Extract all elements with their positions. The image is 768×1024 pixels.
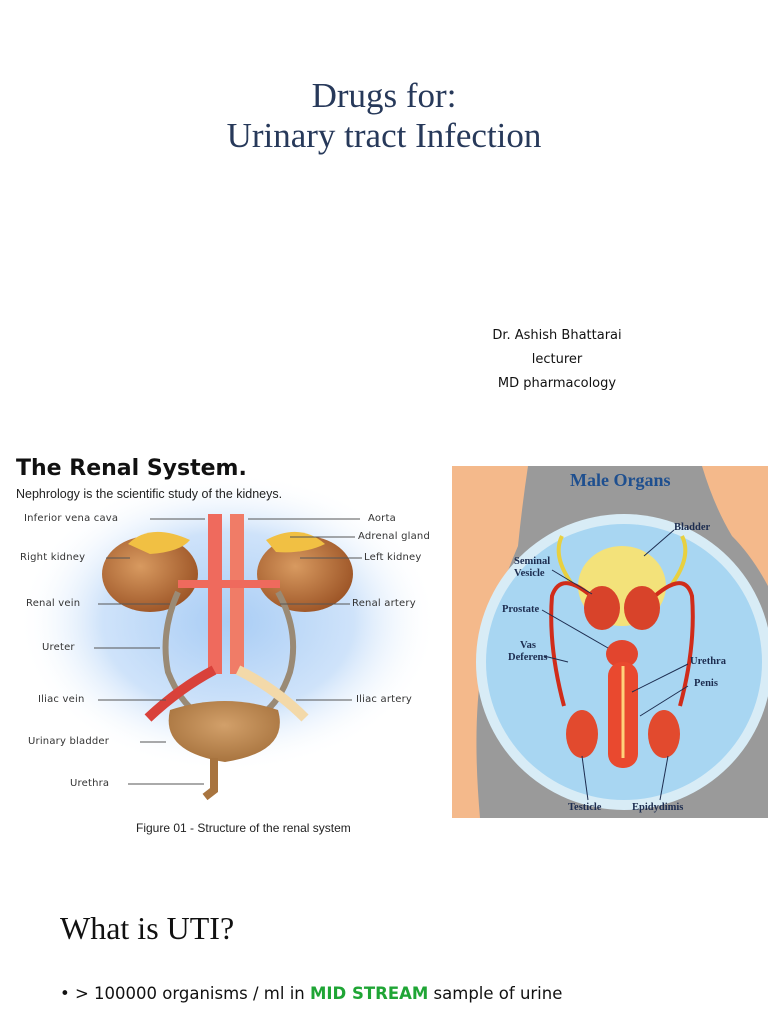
slide-title: Drugs for: Urinary tract Infection	[0, 76, 768, 156]
label-renal-vein: Renal vein	[26, 598, 81, 609]
label-vas-deferens-2: Deferens	[508, 652, 548, 663]
section-heading: What is UTI?	[60, 910, 235, 946]
author-block: Dr. Ashish Bhattarai lecturer MD pharmac…	[452, 324, 662, 396]
label-adrenal-gland: Adrenal gland	[358, 531, 431, 542]
bullet-symbol: •	[60, 984, 70, 1003]
label-right-kidney: Right kidney	[20, 552, 86, 563]
male-organs-figure: Male Organs Bladder Seminal Vesicle Pros…	[452, 466, 768, 818]
label-inferior-vena-cava: Inferior vena cava	[24, 513, 119, 524]
label-vas-deferens-1: Vas	[520, 640, 536, 651]
author-degree: MD pharmacology	[497, 376, 617, 391]
label-left-kidney: Left kidney	[364, 552, 422, 563]
label-seminal-vesicle-1: Seminal	[514, 556, 551, 567]
label-iliac-artery: Iliac artery	[356, 694, 413, 705]
title-line-1: Drugs for:	[311, 76, 457, 115]
renal-figure-title: The Renal System.	[16, 456, 247, 481]
label-ureter: Ureter	[42, 642, 75, 653]
label-iliac-vein: Iliac vein	[38, 694, 85, 705]
label-penis: Penis	[694, 678, 718, 689]
label-renal-artery: Renal artery	[352, 598, 416, 609]
label-prostate: Prostate	[502, 604, 540, 615]
renal-illustration	[18, 472, 438, 801]
label-testicle: Testicle	[568, 802, 602, 813]
author-name: Dr. Ashish Bhattarai	[492, 328, 622, 343]
bullet-text-post: sample of urine	[428, 984, 563, 1003]
label-urethra-male: Urethra	[690, 656, 726, 667]
label-epididymis: Epidydimis	[632, 802, 684, 813]
label-urethra: Urethra	[70, 778, 110, 789]
label-urinary-bladder: Urinary bladder	[28, 736, 110, 747]
bullet-text-pre: > 100000 organisms / ml in	[69, 984, 310, 1003]
renal-system-figure: The Renal System. Nephrology is the scie…	[0, 452, 452, 842]
author-role: lecturer	[531, 352, 583, 367]
label-aorta: Aorta	[368, 513, 396, 524]
label-seminal-vesicle-2: Vesicle	[514, 568, 545, 579]
renal-figure-caption: Figure 01 - Structure of the renal syste…	[136, 821, 351, 835]
label-bladder: Bladder	[674, 522, 711, 533]
male-figure-title: Male Organs	[570, 470, 671, 490]
bullet-highlight: MID STREAM	[310, 984, 429, 1003]
title-line-2: Urinary tract Infection	[226, 116, 542, 155]
male-organs-illustration	[452, 466, 768, 818]
bullet-item: • > 100000 organisms / ml in MID STREAM …	[60, 984, 562, 1003]
renal-figure-subtitle: Nephrology is the scientific study of th…	[16, 487, 283, 501]
